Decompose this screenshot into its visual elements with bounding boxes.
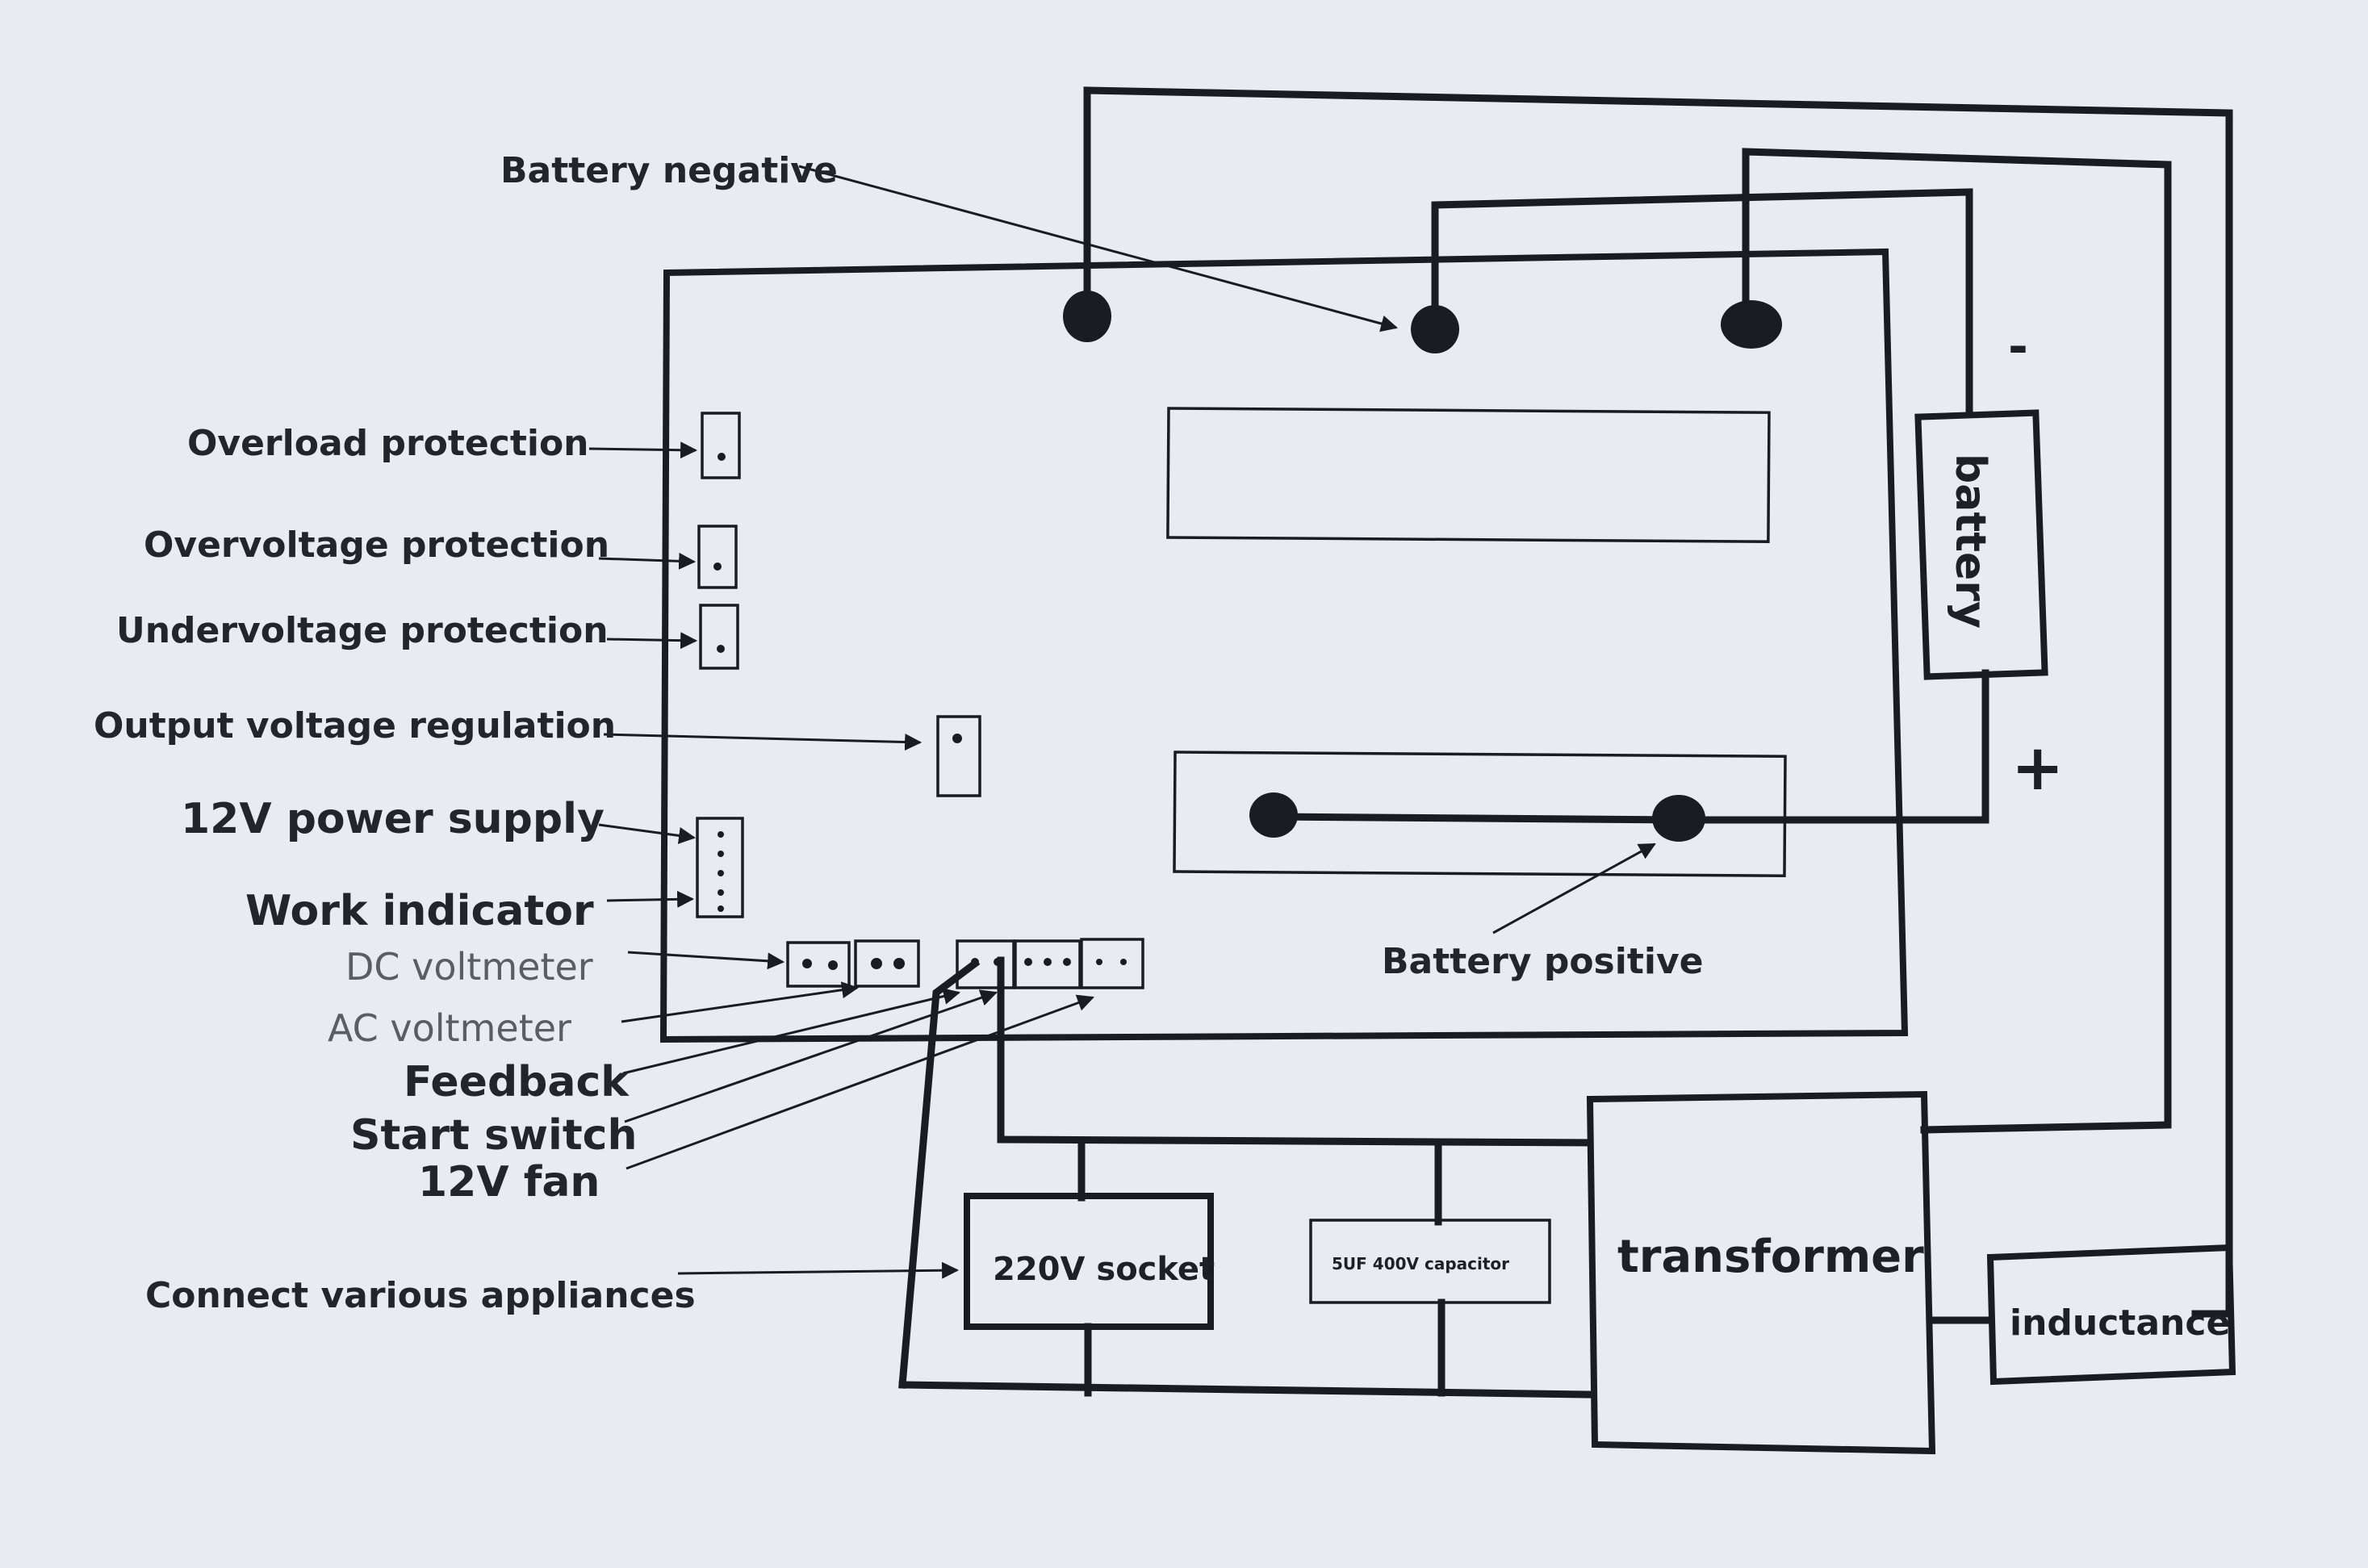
label-battery-negative: Battery negative [500,150,838,191]
wire-terminal-right-to-transformer [1742,148,2172,1134]
inductance-label: inductance [2010,1302,2230,1344]
label-overload-protection: Overload protection [187,423,589,464]
wire-battery-positive [1675,669,1989,824]
label-feedback: Feedback [404,1058,630,1106]
label-12v-fan: 12V fan [418,1158,600,1206]
board-outline [659,248,1909,1043]
label-output-voltage-regulation: Output voltage regulation [94,705,616,746]
battery-minus-sign: - [2008,319,2028,375]
leader-lines [588,165,1656,1279]
battery-plus-sign: + [2011,732,2064,805]
label-overvoltage-protection: Overvoltage protection [144,525,609,566]
wire-feedback-rail [997,956,1594,1147]
wires [898,86,2233,1399]
transformer-label: transformer [1617,1231,1924,1283]
connector-12v-power [696,817,744,918]
label-start-switch: Start switch [350,1111,638,1160]
socket-label: 220V socket [993,1251,1215,1288]
capacitor: 5UF 400V capacitor [1309,1219,1551,1304]
transformer: transformer [1586,1090,1936,1455]
connector-ac-voltmeter [854,939,920,988]
terminal-bus-left [1249,792,1298,838]
label-work-indicator: Work indicator [245,887,594,935]
terminal-right [1721,300,1782,349]
terminal-battery-positive [1652,795,1705,842]
wire-left-diagonal [898,958,981,1389]
connector-start-switch [1014,939,1081,989]
inductance: inductance [1986,1244,2236,1386]
labels: Battery negative Overload protection Ove… [94,150,1703,1316]
terminal-battery-negative [1411,305,1459,353]
label-12v-power-supply: 12V power supply [181,795,605,843]
heatsink-lower [1173,751,1787,878]
socket-220v: 220V socket [964,1193,1215,1330]
label-dc-voltmeter: DC voltmeter [345,945,593,989]
battery-label: battery [1946,454,1994,629]
battery: battery - + [1914,319,2064,805]
wire-bottom-rail [898,1381,1594,1399]
heatsink-upper [1166,407,1771,543]
label-undervoltage-protection: Undervoltage protection [116,610,609,651]
terminal-left [1063,291,1111,342]
connector-12v-fan [1080,938,1144,989]
main-board [659,248,1909,1043]
connector-overload [701,412,741,479]
wire-terminal-left-to-inductance [1083,86,2233,1318]
label-battery-positive: Battery positive [1382,941,1703,982]
connector-output-regulation [936,715,981,797]
wire-bus-bar [1270,813,1683,824]
connector-undervoltage [699,604,739,670]
connector-dc-voltmeter [786,941,851,988]
label-connect-appliances: Connect various appliances [145,1275,696,1316]
connector-overvoltage [697,525,738,589]
wire-battery-negative [1431,188,1973,414]
connector-feedback-switch [956,939,1015,989]
label-ac-voltmeter: AC voltmeter [328,1006,571,1050]
capacitor-label: 5UF 400V capacitor [1332,1254,1509,1273]
